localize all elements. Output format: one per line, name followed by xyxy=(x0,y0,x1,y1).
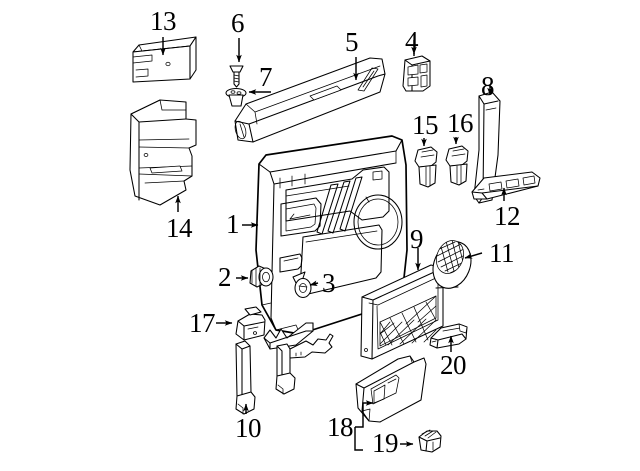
leader-11 xyxy=(464,252,483,259)
part-7-screw-cover-cap xyxy=(225,87,247,107)
callout-label-5: 5 xyxy=(345,27,359,57)
part-4-master-window-switch xyxy=(402,55,431,92)
callout-label-1: 1 xyxy=(226,209,240,239)
callout-label-10: 10 xyxy=(235,413,262,443)
part-16-rocker-switch-b xyxy=(445,145,469,186)
callout-label-20: 20 xyxy=(440,350,467,380)
callout-label-16: 16 xyxy=(447,108,474,138)
callout-label-11: 11 xyxy=(489,238,515,268)
callout-label-4: 4 xyxy=(405,26,419,56)
callout-label-18: 18 xyxy=(327,412,354,442)
callout-label-2: 2 xyxy=(218,262,232,292)
part-6-tapping-screw xyxy=(229,65,244,88)
part-14-front-pillar-trim xyxy=(129,99,197,206)
callout-label-9: 9 xyxy=(410,224,424,254)
callout-label-15: 15 xyxy=(412,110,439,140)
callout-label-8: 8 xyxy=(481,71,495,101)
part-1-door-trim-panel xyxy=(255,135,408,335)
part-10-reinforcement-bracket xyxy=(235,322,334,415)
callout-label-13: 13 xyxy=(150,6,177,36)
callout-label-3: 3 xyxy=(322,268,336,298)
grille-mesh-hatching xyxy=(436,239,466,274)
leader-3 xyxy=(309,280,319,286)
callout-label-12: 12 xyxy=(494,201,521,231)
callout-label-19: 19 xyxy=(372,428,399,458)
leader-18-bracket xyxy=(354,427,363,451)
callout-label-17: 17 xyxy=(189,308,216,338)
part-13-upper-trim-cap xyxy=(132,36,197,83)
part-12-seat-memory-switch xyxy=(471,171,541,200)
leader-lines xyxy=(160,37,507,451)
part-3-trim-screw xyxy=(292,271,312,299)
part-5-armrest-pull-trim xyxy=(234,57,386,143)
part-15-rocker-switch-a xyxy=(414,146,438,188)
callout-label-14: 14 xyxy=(166,213,193,243)
callout-label-7: 7 xyxy=(259,62,273,92)
callout-label-6: 6 xyxy=(231,8,245,38)
part-8-rear-edge-trim xyxy=(473,91,501,204)
part-11-speaker-grille xyxy=(432,239,472,289)
part-2-push-in-grommet-clip xyxy=(249,265,274,288)
part-18-lower-corner-cover xyxy=(355,355,427,423)
part-17-wire-harness-clip xyxy=(235,306,266,341)
leader-18 xyxy=(355,400,374,428)
mesh-net-hatching xyxy=(379,295,437,346)
part-19-cover-retainer-clip xyxy=(418,429,442,453)
